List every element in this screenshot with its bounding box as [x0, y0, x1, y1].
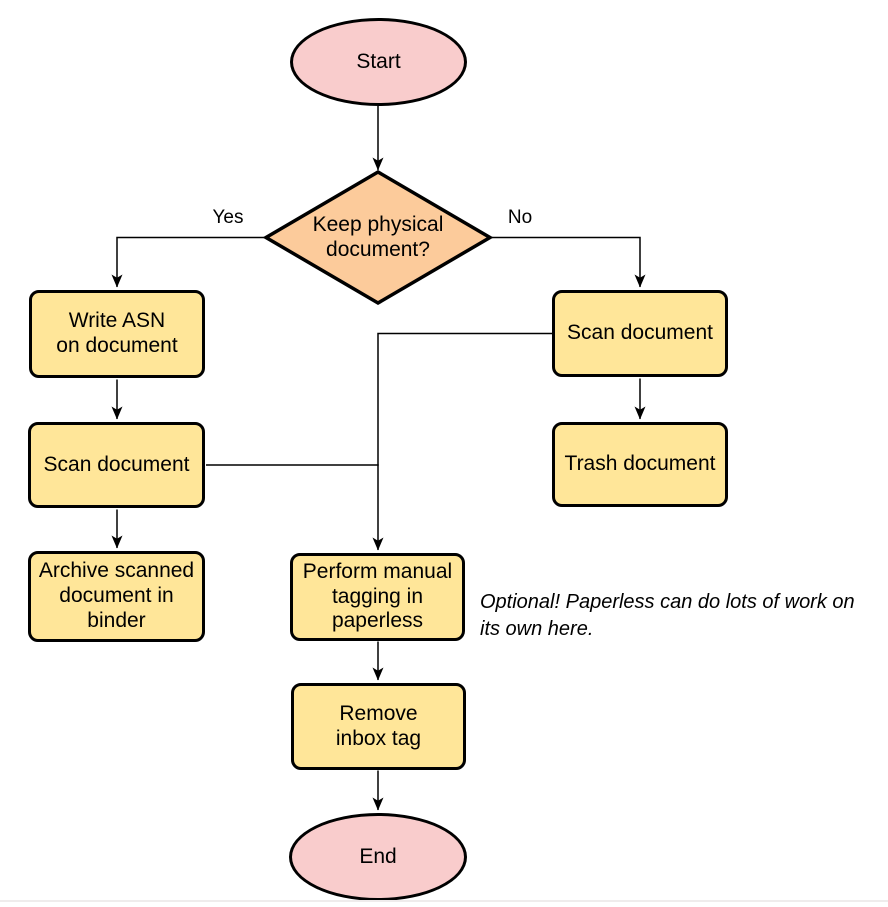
- manual-tagging-node: Perform manual tagging in paperless: [290, 553, 465, 641]
- decision-node-label: Keep physical document?: [312, 213, 444, 261]
- edge-decision-no-to-scan-right: [490, 236, 646, 288]
- write-asn-node: Write ASN on document: [29, 290, 205, 378]
- decision-node-shape: [262, 169, 494, 306]
- remove-inbox-tag-node: Remove inbox tag: [291, 683, 466, 770]
- edge-label-no: No: [496, 207, 544, 229]
- end-node: End: [289, 813, 467, 901]
- optional-note: Optional! Paperless can do lots of work …: [480, 591, 855, 641]
- page-bottom-divider: [0, 900, 888, 902]
- scan-document-right-node: Scan document: [552, 290, 728, 377]
- edge-scan-right-to-tagging: [372, 332, 552, 551]
- trash-document-node: Trash document: [552, 422, 728, 507]
- edge-label-yes: Yes: [202, 207, 254, 229]
- edge-decision-yes-to-write-asn: [111, 236, 266, 288]
- archive-node: Archive scanned document in binder: [28, 551, 205, 642]
- start-node: Start: [290, 18, 467, 106]
- scan-document-left-node: Scan document: [28, 422, 205, 508]
